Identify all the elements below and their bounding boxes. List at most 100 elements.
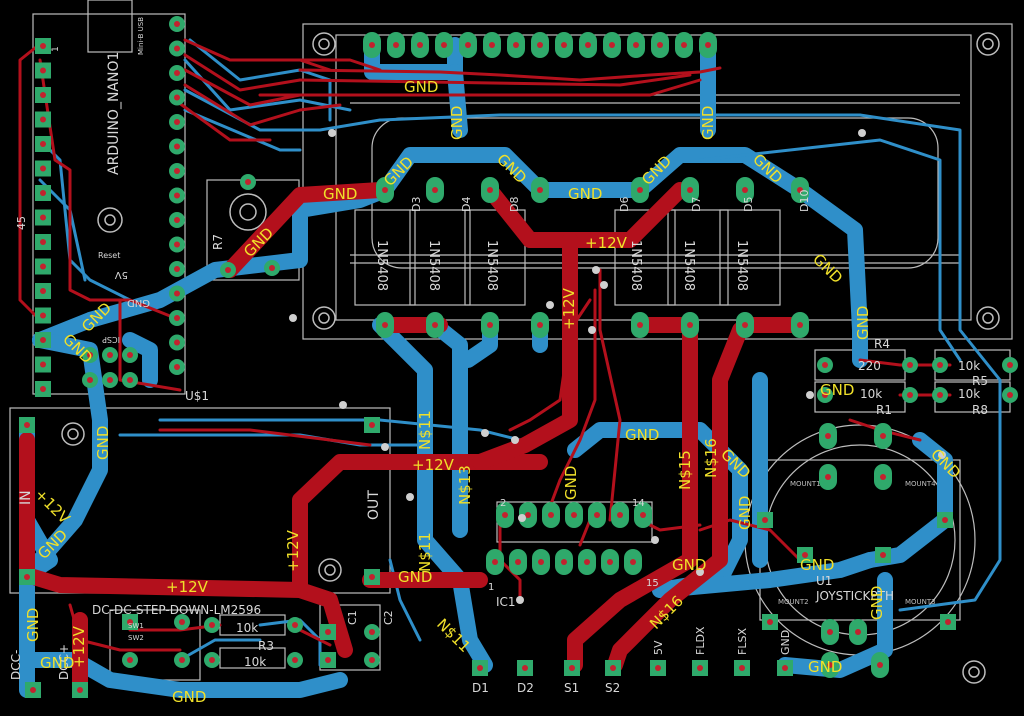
- pad-drill: [610, 665, 616, 671]
- pad-drill: [880, 474, 886, 480]
- pad-drill: [40, 312, 46, 319]
- pad-drill: [174, 143, 180, 150]
- pad-drill: [522, 665, 528, 671]
- r1-value: 10k: [860, 387, 882, 401]
- net-v12-7: +12V: [70, 625, 88, 668]
- net-gnd-15: GND: [40, 654, 74, 672]
- diode-ref-label: D8: [508, 197, 521, 212]
- pad-drill: [40, 337, 46, 343]
- mount-label-4: MOUNT3: [905, 598, 936, 606]
- pad-drill: [880, 433, 886, 439]
- pad-drill: [174, 364, 180, 370]
- via: [592, 266, 600, 274]
- net-n11-2: N$11: [416, 532, 434, 572]
- pad-drill: [40, 92, 46, 98]
- pad-drill: [24, 574, 30, 580]
- pad-drill: [40, 141, 46, 147]
- pad-drill: [209, 657, 215, 663]
- pad-drill: [942, 517, 948, 523]
- net-n15: N$15: [676, 450, 694, 490]
- net-gnd-1: GND: [323, 185, 357, 203]
- pad-drill: [640, 512, 646, 518]
- net-gnd-22: GND: [800, 556, 834, 574]
- pad-drill: [487, 187, 493, 193]
- mount-label-3: MOUNT2: [778, 598, 809, 606]
- five-v-silk: 5V: [115, 269, 128, 280]
- net-gnd-24: GND: [854, 306, 872, 340]
- pad-drill: [174, 339, 180, 346]
- net-v12-1: +12V: [585, 234, 628, 252]
- net-gnd-16: GND: [172, 688, 206, 706]
- diode-ref-label: D6: [618, 197, 631, 212]
- ic-pin2-label: 2: [500, 498, 506, 509]
- via: [858, 129, 866, 137]
- pad-drill: [537, 322, 543, 328]
- pad-drill: [825, 433, 831, 439]
- net-gnd-27: GND: [868, 586, 886, 620]
- via: [938, 451, 946, 459]
- pad-drill: [269, 265, 275, 271]
- pad-drill: [209, 622, 215, 628]
- ic-pin14-label: 14: [632, 498, 645, 509]
- net-v12-2: +12V: [560, 287, 578, 330]
- mounting-holes: [61, 32, 1000, 684]
- pad-drill: [687, 187, 693, 193]
- ic1-label: IC1: [496, 595, 516, 609]
- pad-drill: [548, 512, 554, 518]
- diode-part-label: 1N5408: [374, 240, 389, 291]
- pad-drill: [40, 361, 46, 368]
- pad-drill: [369, 629, 375, 635]
- gnd-silk: GND: [127, 297, 150, 308]
- r8-label: R8: [972, 403, 988, 417]
- pad-drill: [369, 422, 375, 428]
- sw1-label: SW1: [128, 622, 144, 630]
- via: [546, 301, 554, 309]
- dcdc-label: DC-DC-STEP-DOWN-LM2596: [92, 603, 261, 617]
- ic-pin1-label: 1: [488, 582, 494, 593]
- pad-drill: [502, 512, 508, 518]
- pad-drill: [40, 67, 46, 74]
- pad-drill: [393, 42, 399, 48]
- connector-label: D1: [472, 681, 489, 695]
- pad-drill: [907, 392, 913, 398]
- connector-label: 5V: [652, 640, 665, 655]
- net-gnd-top: GND: [404, 78, 438, 96]
- pad-drill: [742, 322, 748, 328]
- net-n16-1: N$16: [702, 438, 720, 478]
- via: [516, 596, 524, 604]
- pad-drill: [40, 214, 46, 221]
- pad-drill: [762, 517, 768, 523]
- pad-drill: [40, 190, 46, 196]
- pad-drill: [681, 42, 687, 48]
- usb-label: Mini-B USB: [137, 17, 145, 55]
- pad-drill: [40, 263, 46, 270]
- via: [588, 326, 596, 334]
- r3-top-value: 10k: [236, 621, 258, 635]
- pad-drill: [174, 192, 180, 199]
- pad-drill: [1007, 362, 1013, 368]
- diode-ref-label: D5: [742, 197, 755, 212]
- pad-drill: [822, 362, 828, 368]
- pad-drill: [174, 119, 180, 125]
- pad-drill: [767, 619, 773, 625]
- pad-drill: [687, 322, 693, 328]
- via: [328, 129, 336, 137]
- pad-drill: [77, 687, 83, 693]
- pad-drill: [87, 352, 93, 358]
- pad-drill: [782, 665, 788, 671]
- pad-drill: [937, 392, 943, 398]
- top-copper-traces: [18, 38, 952, 698]
- pad-drill: [174, 94, 180, 101]
- pad-drill: [432, 322, 438, 328]
- net-gnd-28: GND: [808, 658, 842, 676]
- net-gnd-3: GND: [448, 106, 466, 140]
- net-gnd-17: GND: [625, 426, 659, 444]
- c2-label: C2: [382, 610, 395, 625]
- pad-drill: [245, 179, 251, 185]
- via: [406, 493, 414, 501]
- pad-drill: [561, 42, 567, 48]
- via: [481, 429, 489, 437]
- pad-drill: [633, 42, 639, 48]
- pad-drill: [417, 42, 423, 48]
- diode-ref-label: D7: [690, 197, 703, 212]
